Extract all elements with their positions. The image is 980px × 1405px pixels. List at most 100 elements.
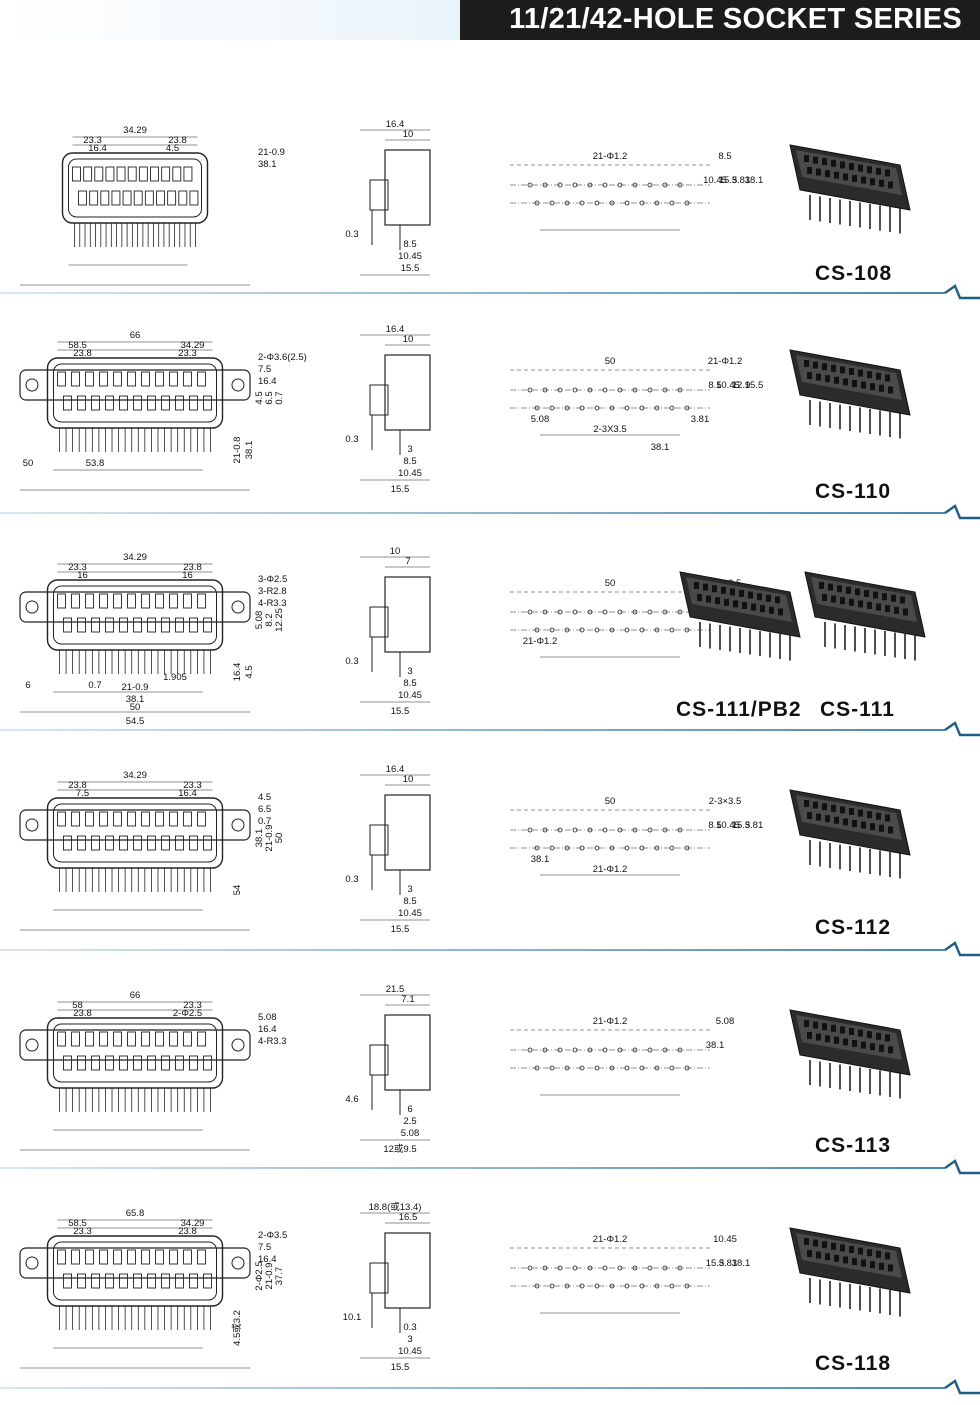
front-dim-label: 23.3 [68, 562, 87, 573]
front-dim-label: 5.08 [254, 611, 265, 630]
pcb-dim-label: 15.5 [745, 380, 764, 391]
side-dim-label: 10.45 [398, 468, 422, 479]
front-dim-label: 54 [232, 885, 243, 896]
front-dim-label: 0.7 [274, 391, 285, 404]
side-dim-label: 0.3 [345, 434, 358, 445]
side-dim-label: 10.45 [398, 690, 422, 701]
front-dim-label: 2-Φ2.5 [173, 1008, 202, 1019]
side-dim-label: 8.5 [403, 239, 416, 250]
front-dim-label: 3-Φ2.5 [258, 574, 287, 585]
pcb-dim-label: 2-3×3.5 [709, 796, 742, 807]
pcb-dim-label: 5.08 [716, 1016, 735, 1027]
side-dim-label: 10.45 [398, 1346, 422, 1357]
pcb-dim-label: 3.81 [732, 175, 751, 186]
title-box: 11/21/42-HOLE SOCKET SERIES [460, 0, 980, 40]
side-dim-label: 16.4 [386, 324, 405, 335]
model-label: CS-108 [815, 262, 893, 285]
front-dim-label: 4-R3.3 [258, 1036, 287, 1047]
pcb-dim-label: 3.81 [745, 820, 764, 831]
side-dim-label: 10 [403, 774, 414, 785]
side-dim-label: 3 [407, 666, 412, 677]
front-dim-label: 21-0.8 [232, 437, 243, 464]
front-dim-label: 23.3 [73, 1226, 92, 1237]
side-dim-label: 10 [403, 129, 414, 140]
front-dim-label: 50 [23, 458, 34, 469]
front-dim-label: 38.1 [258, 159, 277, 170]
front-dim-label: 23.8 [178, 1226, 197, 1237]
front-dim-label: 16.4 [232, 663, 243, 682]
page-header: 11/21/42-HOLE SOCKET SERIES [0, 0, 980, 40]
side-dim-label: 18.8(或13.4) [369, 1201, 422, 1213]
connector-photo [789, 144, 911, 234]
product-photos [789, 1227, 911, 1317]
side-dim-label: 10.45 [398, 251, 422, 262]
front-dim-label: 66 [130, 990, 141, 1001]
pcb-dim-label: 2-3X3.5 [593, 424, 626, 435]
pcb-dim-label: 50 [605, 356, 616, 367]
side-dim-label: 16.4 [386, 764, 405, 775]
side-dim-label: 7.1 [401, 994, 414, 1005]
pcb-dim-label: 5.08 [531, 414, 550, 425]
front-dim-label: 16.4 [258, 376, 277, 387]
side-dim-label: 16.4 [386, 119, 405, 130]
front-dim-label: 0.7 [258, 816, 271, 827]
side-dim-label: 7 [405, 556, 410, 567]
side-dim-label: 15.5 [391, 706, 410, 717]
pcb-dim-label: 21-Φ1.2 [593, 151, 628, 162]
side-dim-label: 10 [403, 334, 414, 345]
front-dim-label: 16.4 [88, 143, 107, 154]
front-dim-label: 21-0.9 [264, 1263, 275, 1290]
front-dim-label: 34.29 [123, 125, 147, 136]
model-label: CS-110 [815, 480, 892, 503]
front-dim-label: 23.8 [73, 1008, 92, 1019]
product-photos [789, 144, 911, 234]
front-dim-label: 23.8 [68, 780, 87, 791]
model-label: CS-113 [815, 1134, 892, 1157]
front-dim-label: 16.4 [258, 1254, 277, 1265]
side-dim-label: 15.5 [391, 484, 410, 495]
front-dim-label: 6 [25, 680, 30, 691]
front-dim-label: 34.29 [181, 1218, 205, 1229]
front-dim-label: 1.905 [163, 672, 187, 683]
section-divider [0, 504, 980, 520]
pcb-dim-label: 10.45 [716, 820, 740, 831]
front-dim-label: 21-0.9 [258, 147, 285, 158]
front-dim-label: 7.5 [258, 364, 271, 375]
section-divider [0, 1159, 980, 1175]
connector-photo [804, 571, 926, 661]
pcb-dim-label: 21-Φ1.2 [523, 636, 558, 647]
side-dim-label: 2.5 [403, 1116, 416, 1127]
side-dim-label: 8.5 [403, 896, 416, 907]
front-dim-label: 21-0.9 [122, 682, 149, 693]
front-dim-label: 2-Φ3.5 [258, 1230, 287, 1241]
front-dim-label: 8.2 [264, 613, 275, 626]
pcb-dim-label: 10.45 [703, 175, 727, 186]
side-dim-label: 4.6 [345, 1094, 358, 1105]
front-dim-label: 34.29 [123, 552, 147, 563]
front-dim-label: 12.25 [274, 608, 285, 632]
front-dim-label: 23.8 [73, 348, 92, 359]
front-dim-label: 4-R3.3 [258, 598, 287, 609]
front-dim-label: 23.8 [168, 135, 187, 146]
pcb-dim-label: 50 [605, 578, 616, 589]
front-dim-label: 16 [77, 570, 88, 581]
front-dim-label: 4.5 [254, 391, 265, 404]
